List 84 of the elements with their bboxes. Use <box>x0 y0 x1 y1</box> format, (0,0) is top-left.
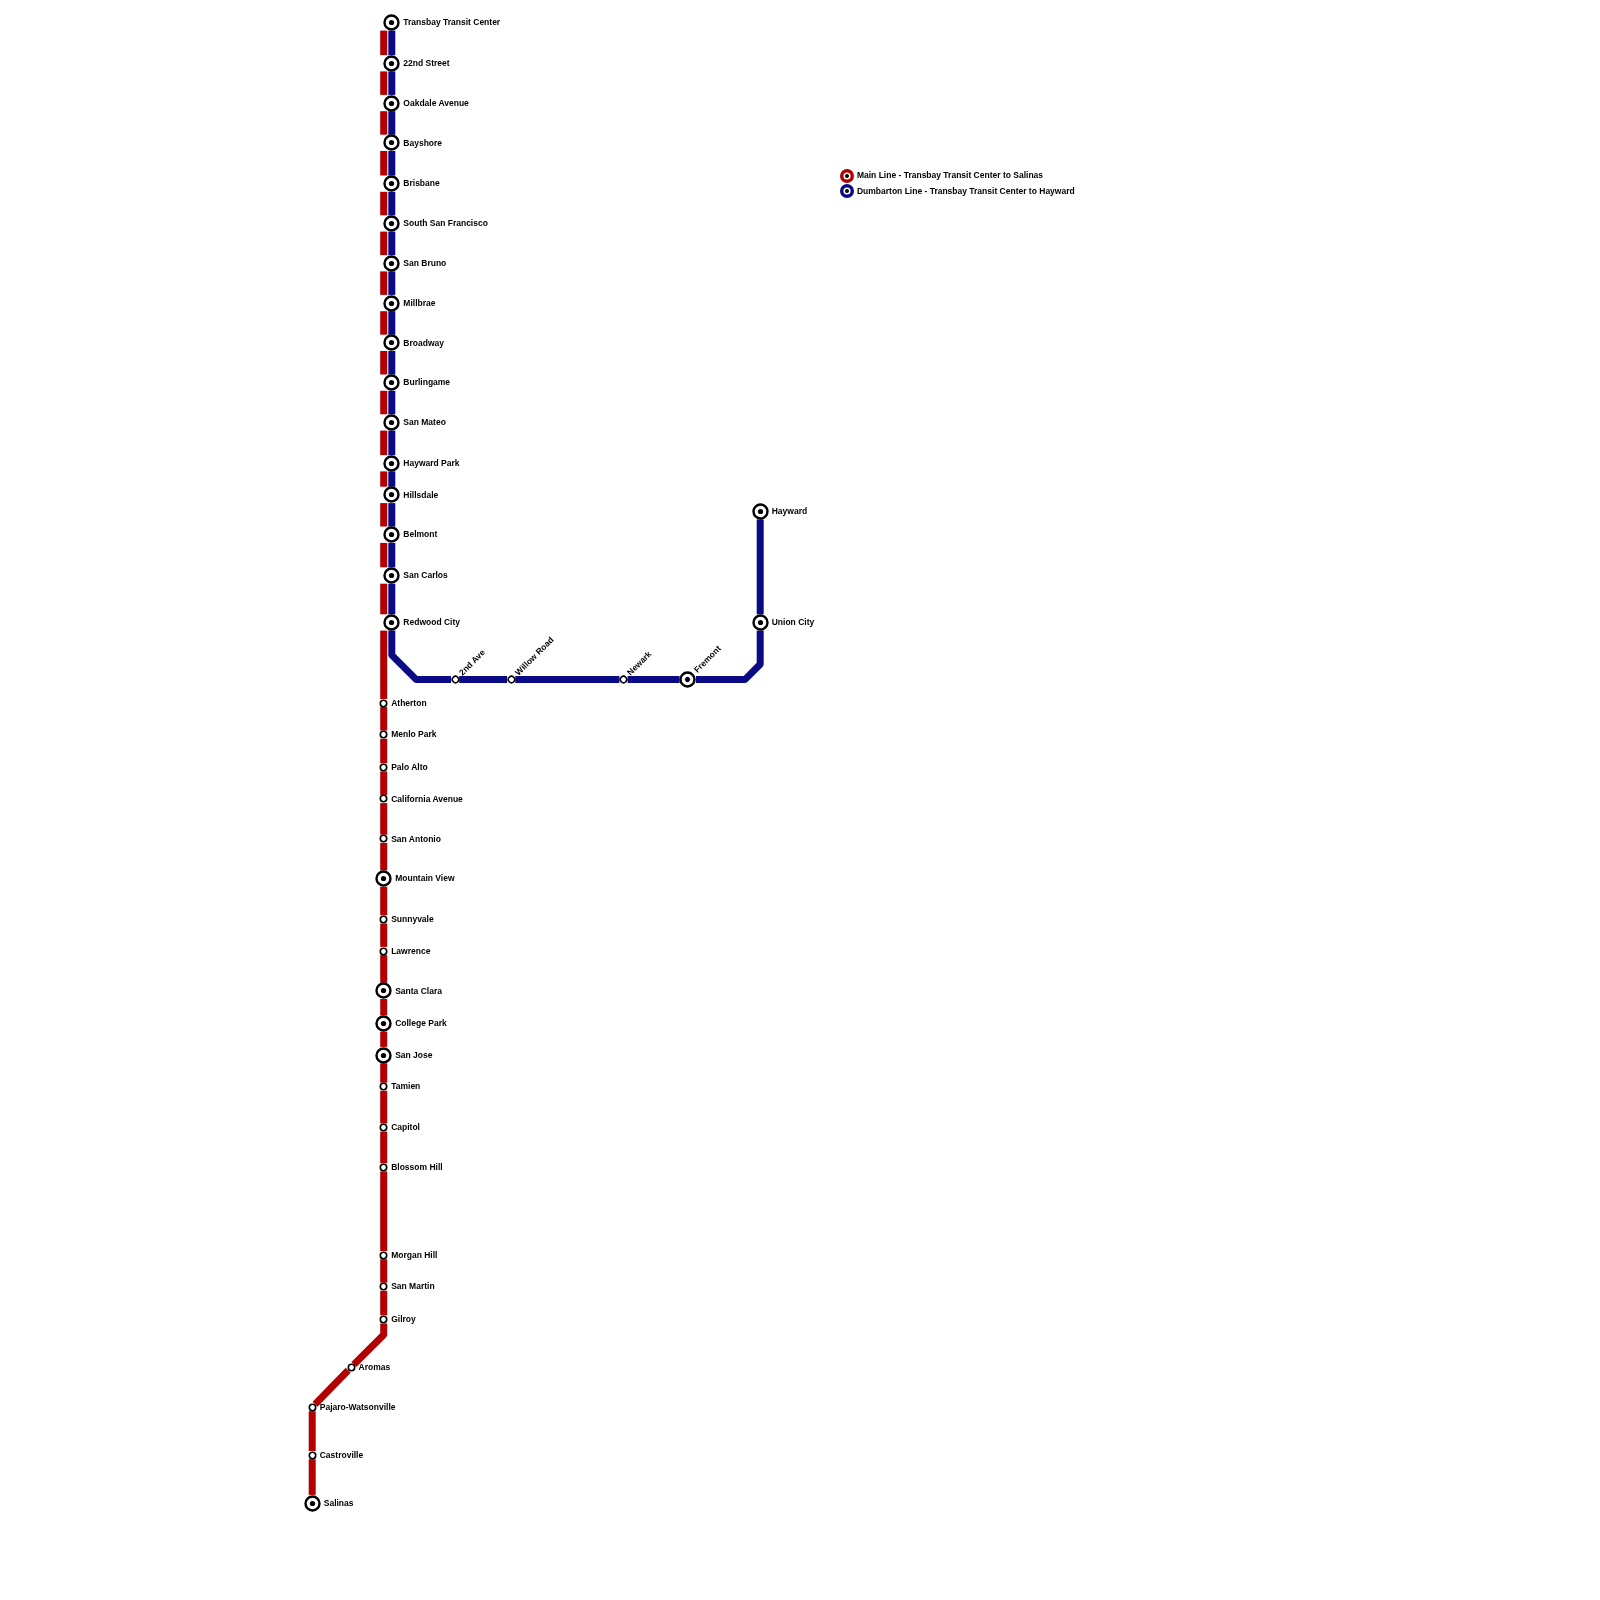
station-name: Lawrence <box>391 946 431 956</box>
rail-line <box>380 1090 388 1124</box>
station-name: Union City <box>771 618 815 627</box>
rail-line <box>388 583 396 615</box>
station-name: Gilroy <box>391 1315 416 1324</box>
station-name: California Avenue <box>391 794 463 804</box>
station-name: Bayshore <box>403 138 443 148</box>
rail-line <box>380 111 388 135</box>
rail-line <box>388 311 396 335</box>
rail-line <box>380 71 388 95</box>
legend-text: Main Line - Transbay Transit Center to Salinas <box>856 171 1044 180</box>
station-name: Tamien <box>391 1082 421 1091</box>
rail-line <box>312 1367 351 1407</box>
station-name: 22nd Street <box>403 59 450 68</box>
rail-line <box>380 151 388 176</box>
rail-line <box>388 471 396 487</box>
rail-line <box>380 471 388 487</box>
rail-line <box>388 503 396 527</box>
rail-line <box>380 1290 388 1316</box>
rail-line <box>380 1031 388 1047</box>
station-name: Millbrae <box>403 298 436 308</box>
rail-line <box>380 231 388 256</box>
rail-line <box>756 519 764 615</box>
station-name: Oakdale Avenue <box>403 98 469 108</box>
rail-line <box>380 503 388 527</box>
rail-line <box>380 583 388 615</box>
station-name: San Antonio <box>391 834 441 843</box>
rail-line <box>380 542 388 568</box>
station-name: Mountain View <box>395 874 455 883</box>
station-name: Morgan Hill <box>391 1250 438 1260</box>
station-name: Menlo Park <box>391 730 437 739</box>
rail-line <box>388 430 396 456</box>
station-name: Palo Alto <box>391 763 428 772</box>
station-name: Sunnyvale <box>391 915 434 924</box>
station-name: Redwood City <box>403 618 460 627</box>
station-name: Hayward <box>771 506 808 516</box>
station-name: South San Francisco <box>403 219 488 228</box>
rail-line <box>380 271 388 295</box>
rail-line <box>351 1323 388 1367</box>
rail-line <box>388 542 396 568</box>
rail-line <box>388 271 396 295</box>
rail-line <box>695 630 764 684</box>
station-name: College Park <box>395 1019 447 1028</box>
rail-line <box>388 30 396 56</box>
station-name: San Martin <box>391 1282 435 1291</box>
station-name: San Mateo <box>403 418 446 427</box>
rail-line <box>388 151 396 176</box>
station-name: Capitol <box>391 1123 420 1132</box>
rail-line <box>380 191 388 216</box>
station-name: Hayward Park <box>403 459 460 468</box>
station-name: Castroville <box>319 1450 364 1460</box>
station-name: Belmont <box>403 530 438 539</box>
station-name: Burlingame <box>403 378 451 387</box>
rail-line <box>388 191 396 216</box>
rail-line <box>380 999 388 1016</box>
station-name: Santa Clara <box>395 986 442 996</box>
rail-line <box>380 1131 388 1164</box>
station-name: Atherton <box>391 698 427 708</box>
station-name: Broadway <box>403 338 444 348</box>
legend-text: Dumbarton Line - Transbay Transit Center to Hayward <box>856 187 1075 196</box>
rail-line <box>388 390 396 415</box>
rail-line <box>388 71 396 95</box>
station-name: Blossom Hill <box>391 1163 443 1172</box>
rail-line <box>380 30 388 56</box>
rail-line <box>388 231 396 256</box>
rail-line <box>380 390 388 415</box>
rail-line <box>380 311 388 335</box>
station-name: San Carlos <box>403 571 448 580</box>
station-name: Hillsdale <box>403 490 439 500</box>
station-name: Transbay Transit Center <box>403 18 501 27</box>
station-name: Brisbane <box>403 179 440 188</box>
rail-line <box>388 111 396 135</box>
rail-line <box>380 886 388 916</box>
rail-line <box>380 738 388 764</box>
rail-line <box>627 676 680 684</box>
station-name: Aromas <box>358 1363 391 1372</box>
station-name: San Bruno <box>403 259 447 268</box>
rail-line <box>388 351 396 375</box>
rail-line <box>380 842 388 871</box>
rail-line <box>380 430 388 456</box>
station-name: San Jose <box>395 1050 433 1060</box>
station-name: Pajaro-Watsonville <box>319 1402 396 1412</box>
station-name: Salinas <box>323 1498 354 1508</box>
rail-line <box>380 351 388 375</box>
